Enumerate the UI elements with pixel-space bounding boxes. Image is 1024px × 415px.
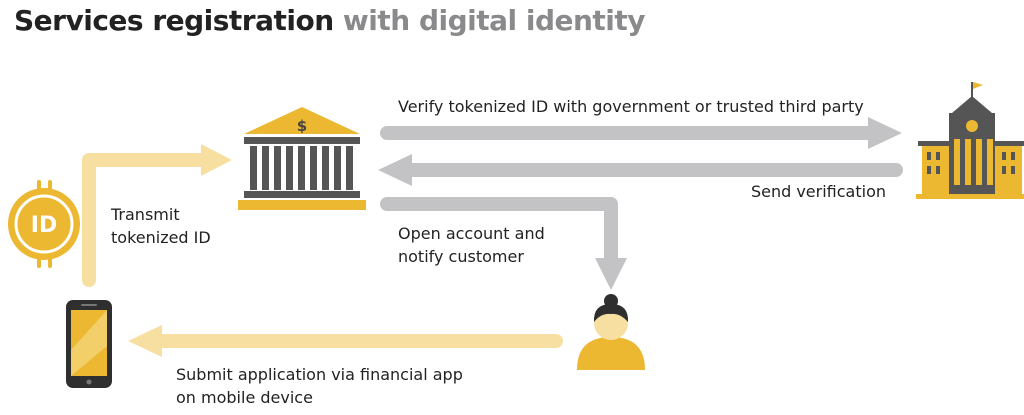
open-account-label-line2: notify customer: [398, 247, 524, 266]
open-account-arrow: [380, 197, 627, 290]
verify-arrow: [380, 117, 902, 149]
title-main: Services registration: [14, 4, 334, 37]
submit-label-line1: Submit application via financial app: [176, 365, 463, 384]
id-token-label: ID: [31, 213, 57, 238]
submit-application-arrow: [128, 325, 563, 357]
bank-icon: $: [238, 107, 366, 210]
transmit-label-line1: Transmit: [111, 205, 180, 224]
open-account-label-line1: Open account and: [398, 224, 545, 243]
customer-icon: [577, 294, 645, 370]
send-verification-arrow: [378, 154, 903, 186]
submit-label-line2: on mobile device: [176, 388, 313, 407]
diagram-title: Services registration with digital ident…: [14, 4, 646, 37]
transmit-label-line2: tokenized ID: [111, 228, 211, 247]
smartphone-icon: [66, 300, 112, 388]
bank-dollar-symbol: $: [297, 117, 307, 135]
verify-label: Verify tokenized ID with government or t…: [398, 97, 864, 116]
open-account-label: Open account and notify customer: [398, 222, 545, 268]
transmit-label: Transmit tokenized ID: [111, 203, 211, 249]
submit-application-label: Submit application via financial app on …: [176, 363, 463, 409]
government-building-icon: [916, 82, 1024, 199]
send-verification-label: Send verification: [750, 182, 886, 201]
id-token-icon: ID: [8, 180, 80, 268]
transmit-arrow: [82, 144, 232, 287]
title-accent: with digital identity: [342, 4, 646, 37]
